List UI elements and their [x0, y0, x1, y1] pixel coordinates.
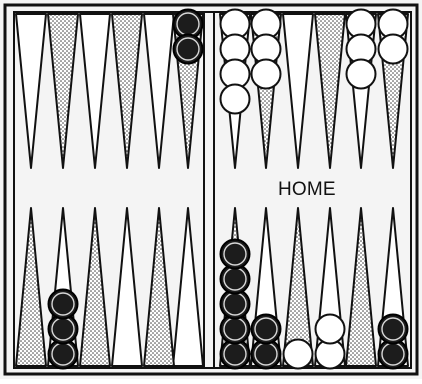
black-checker[interactable]	[174, 35, 203, 64]
black-checker[interactable]	[221, 240, 250, 269]
white-checker[interactable]	[252, 60, 281, 89]
black-checker[interactable]	[252, 315, 281, 344]
white-checker[interactable]	[347, 60, 376, 89]
black-checker[interactable]	[379, 315, 408, 344]
white-checker[interactable]	[284, 340, 313, 369]
black-checker[interactable]	[49, 290, 78, 319]
white-checker[interactable]	[316, 315, 345, 344]
white-checker[interactable]	[221, 85, 250, 114]
white-checker[interactable]	[379, 35, 408, 64]
home-label: HOME	[278, 179, 336, 201]
